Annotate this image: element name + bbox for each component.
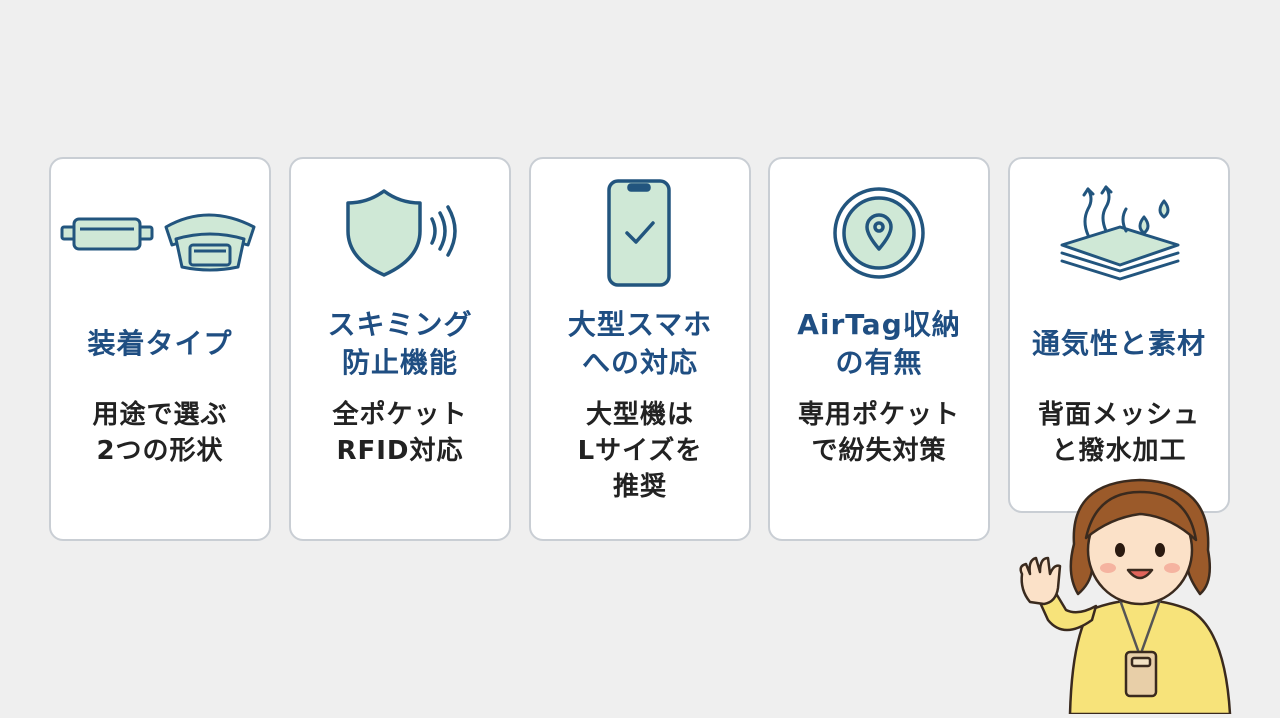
feature-card-wearing-type: 装着タイプ 用途で選ぶ 2つの形状 <box>49 157 271 541</box>
waving-woman-illustration <box>1000 470 1280 716</box>
airtag-location-icon <box>770 177 988 289</box>
card-description: 背面メッシュ と撥水加工 <box>1037 400 1200 466</box>
waist-bag-icon <box>51 177 269 289</box>
card-title: スキミング 防止機能 <box>327 308 473 379</box>
card-description: 用途で選ぶ 2つの形状 <box>92 400 228 466</box>
breathable-fabric-icon <box>1010 177 1228 289</box>
card-title: 大型スマホ への対応 <box>567 308 713 379</box>
card-title: 装着タイプ <box>87 327 233 360</box>
feature-card-smartphone: 大型スマホ への対応 大型機は Lサイズを 推奨 <box>529 157 751 541</box>
card-title: AirTag収納 の有無 <box>797 308 961 379</box>
feature-card-breathability: 通気性と素材 背面メッシュ と撥水加工 <box>1008 157 1230 513</box>
card-description: 大型機は Lサイズを 推奨 <box>577 400 703 502</box>
smartphone-check-icon <box>531 177 749 289</box>
card-description: 全ポケット RFID対応 <box>332 400 468 466</box>
card-description: 専用ポケット で紛失対策 <box>797 400 960 466</box>
card-title: 通気性と素材 <box>1031 327 1206 360</box>
feature-card-airtag: AirTag収納 の有無 専用ポケット で紛失対策 <box>768 157 990 541</box>
shield-rfid-icon <box>291 177 509 289</box>
feature-card-skimming: スキミング 防止機能 全ポケット RFID対応 <box>289 157 511 541</box>
